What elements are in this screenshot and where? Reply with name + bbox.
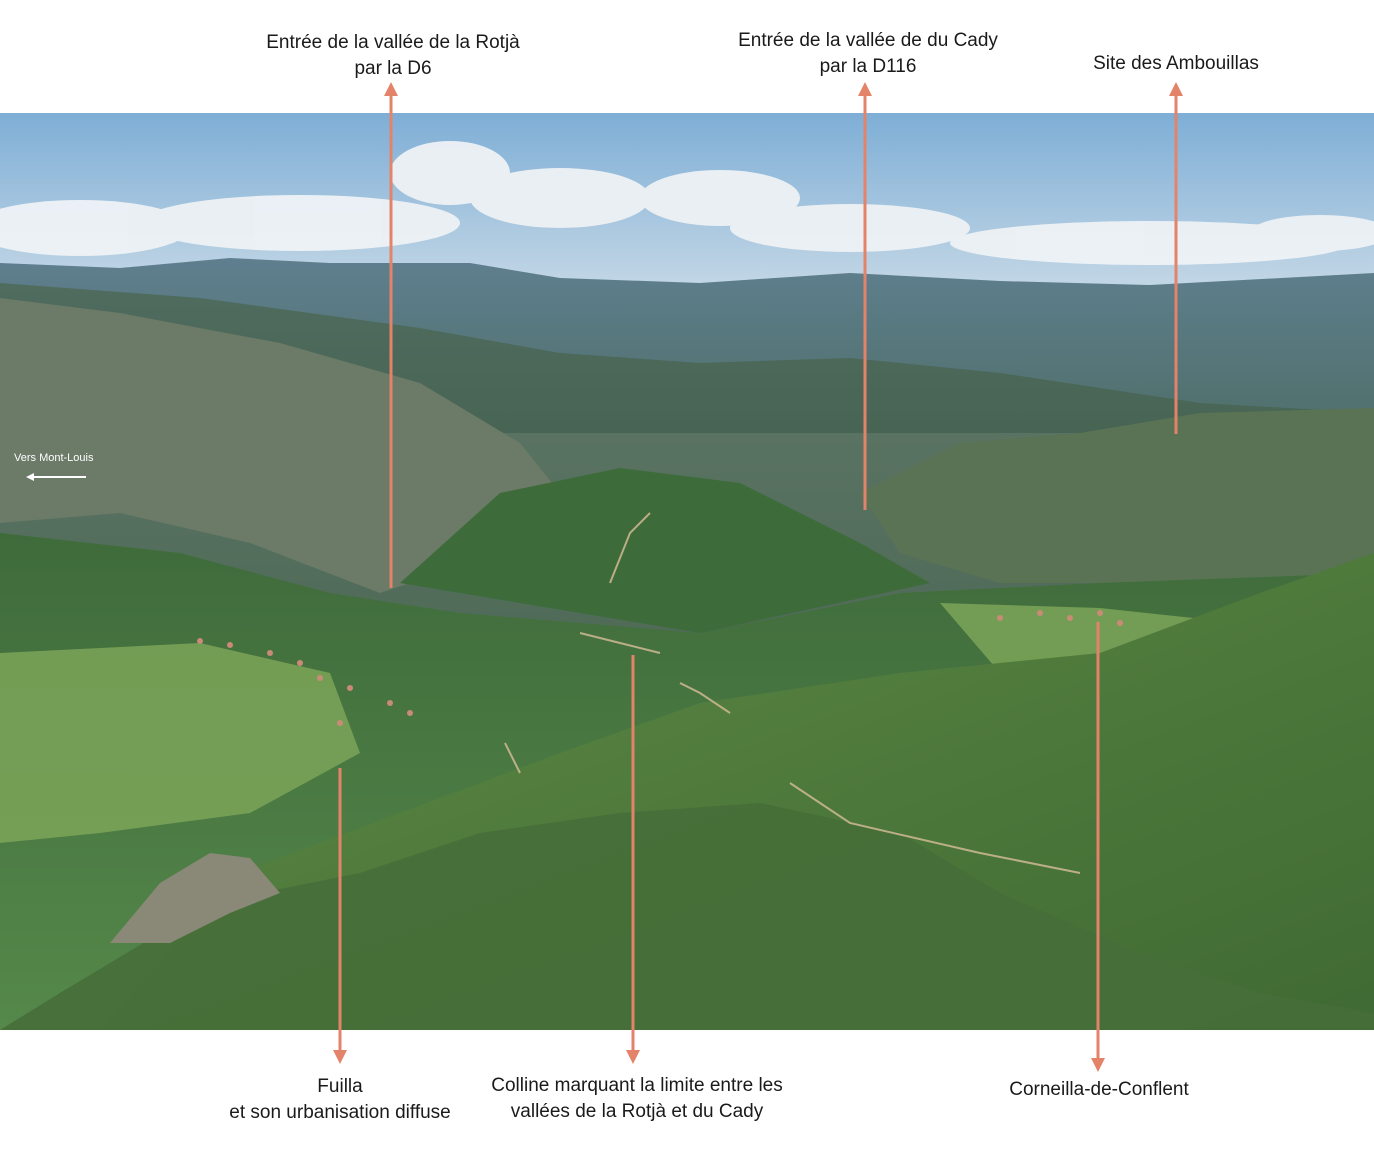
landscape-photo [0, 113, 1374, 1030]
arrow-corneilla-head [1091, 1058, 1105, 1072]
label-colline-line1: Colline marquant la limite entre les [491, 1075, 783, 1096]
label-mont-louis: Vers Mont-Louis [14, 452, 94, 464]
label-cady-entrance: Entrée de la vallée de du Cady par la D1… [738, 28, 998, 80]
label-fuilla: Fuilla et son urbanisation diffuse [229, 1074, 450, 1126]
label-ambouillas: Site des Ambouillas [1093, 51, 1259, 77]
central-hill [400, 468, 930, 633]
foreground-dark [0, 803, 1374, 1030]
left-cliffs [0, 298, 560, 593]
arrow-cady-head [858, 82, 872, 96]
arrow-colline-head [626, 1050, 640, 1064]
right-cliffs [860, 408, 1374, 583]
rocky-outcrop [110, 853, 280, 943]
label-rotja-line1: Entrée de la vallée de la Rotjà [266, 32, 520, 53]
label-corneilla-line1: Corneilla-de-Conflent [1009, 1079, 1189, 1100]
label-cady-line2: par la D116 [819, 56, 917, 77]
arrow-rotja-head [384, 82, 398, 96]
clouds [0, 141, 1374, 265]
label-fuilla-line2: et son urbanisation diffuse [229, 1102, 451, 1123]
label-corneilla: Corneilla-de-Conflent [1009, 1077, 1189, 1103]
label-cady-line1: Entrée de la vallée de du Cady [738, 30, 998, 51]
arrow-left-icon [26, 473, 86, 481]
arrow-ambouillas-head [1169, 82, 1183, 96]
label-rotja-entrance: Entrée de la vallée de la Rotjà par la D… [266, 30, 520, 82]
villages [197, 610, 1123, 726]
label-colline: Colline marquant la limite entre les val… [491, 1073, 782, 1125]
label-fuilla-line1: Fuilla [317, 1076, 363, 1097]
arrow-fuilla-head [333, 1050, 347, 1064]
trails [504, 512, 1081, 874]
label-rotja-line2: par la D6 [354, 58, 432, 79]
label-colline-line2: vallées de la Rotjà et du Cady [510, 1101, 764, 1122]
label-ambouillas-line1: Site des Ambouillas [1093, 53, 1259, 74]
